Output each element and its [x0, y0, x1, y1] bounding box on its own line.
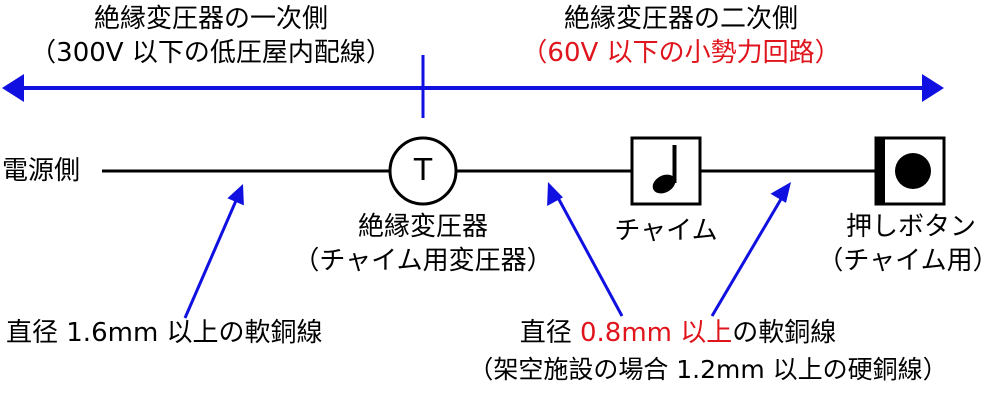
transformer-sublabel: （チャイム用変圧器）	[293, 246, 553, 276]
primary-side-subtitle: （300V 以下の低圧屋内配線）	[30, 38, 392, 68]
source-side-label: 電源側	[2, 156, 81, 186]
chime-symbol	[630, 136, 702, 206]
transformer-label: 絶縁変圧器	[357, 212, 489, 242]
music-note-icon	[652, 145, 677, 194]
primary-side-title: 絶縁変圧器の一次側	[93, 4, 329, 34]
boundary-arrow-left-head	[2, 74, 24, 102]
secondary-wire-spec: 直径 0.8mm 以上の軟銅線	[520, 317, 837, 349]
chime-label: チャイム	[614, 216, 718, 246]
push-button-label: 押しボタン	[845, 212, 977, 242]
secondary-wire-spec-suffix: の軟銅線	[732, 318, 837, 348]
arrow-secondary-wire-1	[547, 182, 624, 317]
secondary-wire-note: （架空施設の場合 1.2mm 以上の硬銅線）	[468, 355, 948, 384]
transformer-symbol	[388, 136, 458, 206]
transformer-symbol-letter: T	[413, 153, 433, 188]
primary-wire-spec: 直径 1.6mm 以上の軟銅線	[6, 318, 323, 348]
push-button-icon	[895, 153, 931, 189]
secondary-wire-spec-highlight: 0.8mm 以上	[579, 318, 733, 348]
arrow-primary-wire	[183, 184, 244, 319]
boundary-arrow-right-head	[922, 74, 944, 102]
secondary-side-title: 絶縁変圧器の二次側	[563, 4, 799, 34]
arrow-secondary-wire-2	[710, 182, 791, 317]
push-button-side-bar	[876, 138, 885, 204]
push-button-sublabel: （チャイム用）	[817, 246, 999, 276]
secondary-wire-spec-prefix: 直径	[519, 318, 580, 348]
secondary-side-subtitle: （60V 以下の小勢力回路）	[521, 38, 841, 68]
